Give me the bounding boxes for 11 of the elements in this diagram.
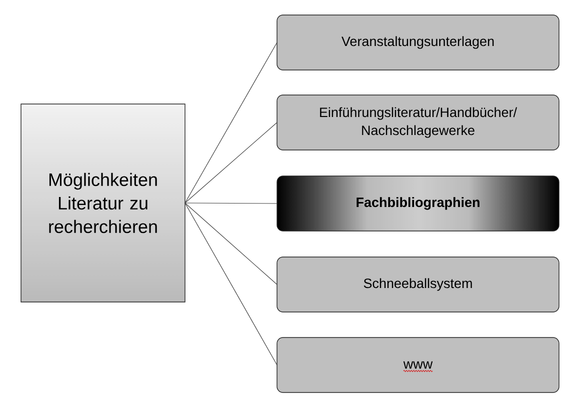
highlighted-option-box: Fachbibliographien [276, 176, 560, 232]
topic-box: Möglichkeiten Literatur zu recherchieren [20, 104, 186, 302]
connector-line [184, 202, 278, 204]
connector-line [184, 202, 278, 366]
option-box: Schneeballsystem [276, 256, 560, 312]
connector-line [184, 122, 278, 204]
option-box: www [276, 337, 560, 393]
option-box: Einführungsliteratur/Handbücher/ Nachschlagewerke [276, 94, 560, 150]
option-box: Veranstaltungsunterlagen [276, 14, 560, 70]
connector-line [184, 202, 278, 285]
connector-line [184, 42, 278, 204]
